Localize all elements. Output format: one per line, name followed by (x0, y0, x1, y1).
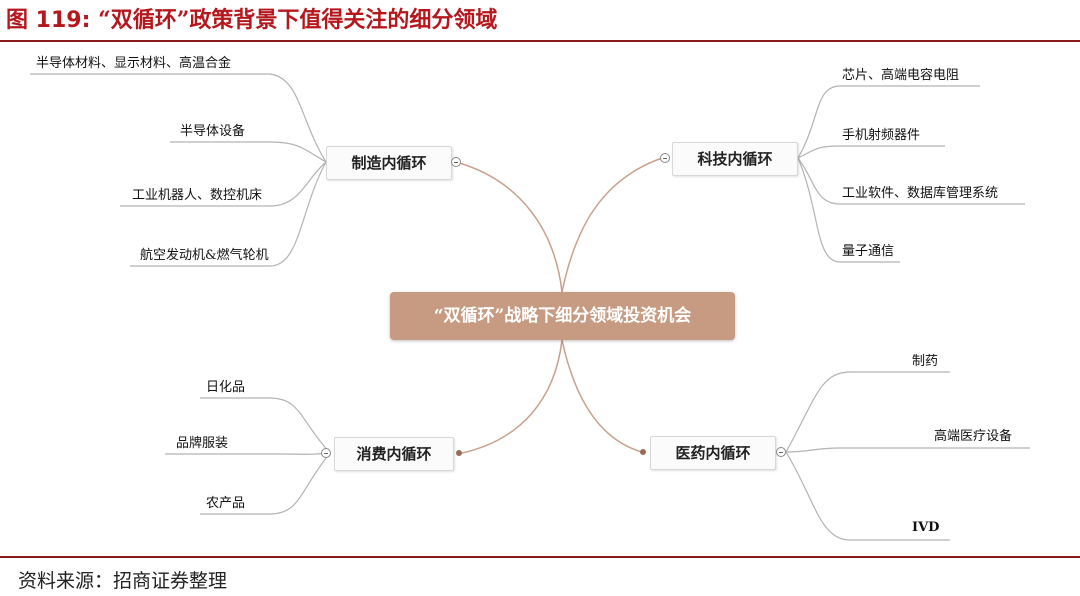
leaf-technology-4[interactable]: 量子通信 (842, 244, 895, 259)
leaf-technology-3[interactable]: 工业软件、数据库管理系统 (842, 186, 999, 201)
branch-manufacturing[interactable]: 制造内循环 (326, 146, 452, 180)
connector-center-medicine (561, 339, 643, 453)
leaf-line-tech-3 (797, 157, 1025, 205)
leaf-line-med-1 (785, 371, 950, 453)
leaf-line-tech-4 (797, 157, 900, 263)
branch-consumption[interactable]: 消费内循环 (334, 437, 454, 471)
branch-medicine[interactable]: 医药内循环 (650, 436, 776, 470)
figure-title: 图 119: “双循环”政策背景下值得关注的细分领域 (6, 4, 497, 36)
leaf-consumption-3[interactable]: 农产品 (206, 496, 246, 511)
bottom-rule (0, 556, 1080, 558)
connector-center-consumption (461, 339, 563, 454)
leaf-medicine-1[interactable]: 制药 (912, 354, 939, 369)
leaf-manufacturing-4[interactable]: 航空发动机&燃气轮机 (140, 248, 269, 263)
branch-technology[interactable]: 科技内循环 (672, 142, 798, 176)
collapse-medicine-icon[interactable] (776, 447, 786, 457)
leaf-manufacturing-1[interactable]: 半导体材料、显示材料、高温合金 (36, 56, 232, 71)
leaf-technology-1[interactable]: 芯片、高端电容电阻 (842, 68, 960, 83)
figure-caption: “双循环”政策背景下值得关注的细分领域 (98, 7, 498, 33)
connector-center-manufacturing (455, 161, 563, 293)
leaf-line-tech-2 (797, 145, 945, 159)
connector-dot (456, 450, 462, 456)
leaf-line-cons-1 (200, 397, 331, 454)
collapse-consumption-icon[interactable] (321, 448, 331, 458)
leaf-line-med-2 (785, 447, 1030, 453)
connector-dot (640, 449, 646, 455)
leaf-manufacturing-2[interactable]: 半导体设备 (180, 124, 246, 139)
leaf-manufacturing-3[interactable]: 工业机器人、数控机床 (132, 188, 263, 203)
leaf-technology-2[interactable]: 手机射频器件 (842, 128, 921, 143)
leaf-line-mfg-3 (120, 161, 327, 207)
collapse-manufacturing-icon[interactable] (451, 157, 461, 167)
source-note: 资料来源：招商证券整理 (18, 570, 228, 592)
figure-number: 图 119: (6, 8, 91, 33)
leaf-line-mfg-1 (30, 73, 327, 163)
leaf-line-med-3 (785, 451, 950, 541)
leaf-line-mfg-4 (130, 161, 327, 267)
top-rule (0, 40, 1080, 42)
leaf-line-tech-1 (797, 85, 980, 159)
leaf-medicine-2[interactable]: 高端医疗设备 (934, 429, 1013, 444)
collapse-technology-icon[interactable] (660, 153, 670, 163)
leaf-consumption-1[interactable]: 日化品 (206, 380, 246, 395)
leaf-line-cons-3 (200, 452, 331, 515)
leaf-medicine-3[interactable]: IVD (912, 520, 940, 535)
leaf-consumption-2[interactable]: 品牌服装 (176, 436, 229, 451)
leaf-line-cons-2 (165, 452, 331, 455)
leaf-line-mfg-2 (170, 141, 327, 163)
center-node[interactable]: “双循环”战略下细分领域投资机会 (390, 292, 735, 340)
connector-center-technology (561, 157, 663, 293)
